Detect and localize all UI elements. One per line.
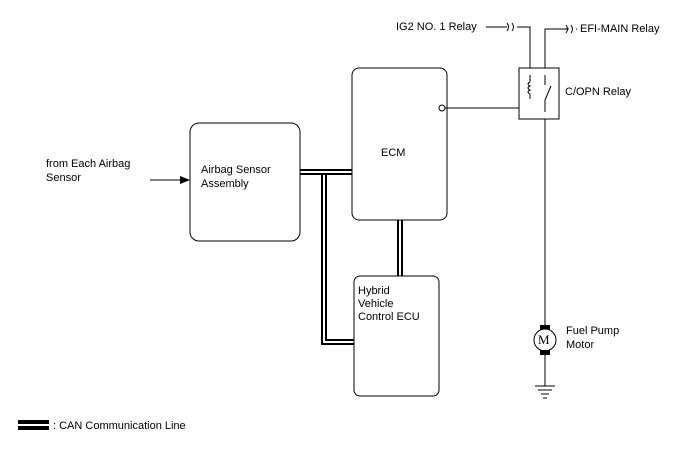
airbag-sensor-assembly-label-line1: Airbag Sensor xyxy=(201,164,271,176)
airbag-sensor-assembly-label-line2: Assembly xyxy=(201,178,249,190)
airbag-sensor-assembly-box xyxy=(189,122,301,242)
hybrid-vehicle-control-ecu-box xyxy=(353,275,440,397)
ground-icon xyxy=(535,385,555,399)
relay-coil-icon xyxy=(527,75,532,99)
ig2-relay-label: IG2 NO. 1 Relay xyxy=(396,21,477,33)
fuel-pump-motor-icon xyxy=(533,325,557,355)
legend-can-line-label: : CAN Communication Line xyxy=(53,420,186,432)
copn-relay-label: C/OPN Relay xyxy=(565,86,632,98)
ecm-to-relay-wire xyxy=(445,98,531,109)
input-arrow xyxy=(150,176,190,184)
ig2-break-symbol xyxy=(506,22,514,32)
from-airbag-sensor-label-line2: Sensor xyxy=(46,172,81,184)
efi-main-break-symbol xyxy=(565,24,573,34)
copn-relay-box xyxy=(518,67,560,120)
relay-switch-icon xyxy=(544,75,552,112)
legend-can-line-icon xyxy=(18,420,49,430)
hybrid-ecu-label-line1: Hybrid xyxy=(358,285,390,297)
ecm-box xyxy=(351,67,448,221)
from-airbag-sensor-label-line1: from Each Airbag xyxy=(46,158,130,170)
ecm-label: ECM xyxy=(381,147,405,159)
ecm-output-terminal xyxy=(438,104,446,112)
can-line-airbag-hybrid-ecu xyxy=(321,175,354,345)
motor-symbol: M xyxy=(538,332,550,347)
hybrid-ecu-label-line2: Vehicle xyxy=(358,298,393,310)
fuel-pump-motor-label-line1: Fuel Pump xyxy=(566,325,619,337)
fuel-pump-motor-label-line2: Motor xyxy=(566,339,594,351)
hybrid-ecu-label-line3: Control ECU xyxy=(358,311,420,323)
efi-main-relay-label: EFI-MAIN Relay xyxy=(580,23,660,35)
